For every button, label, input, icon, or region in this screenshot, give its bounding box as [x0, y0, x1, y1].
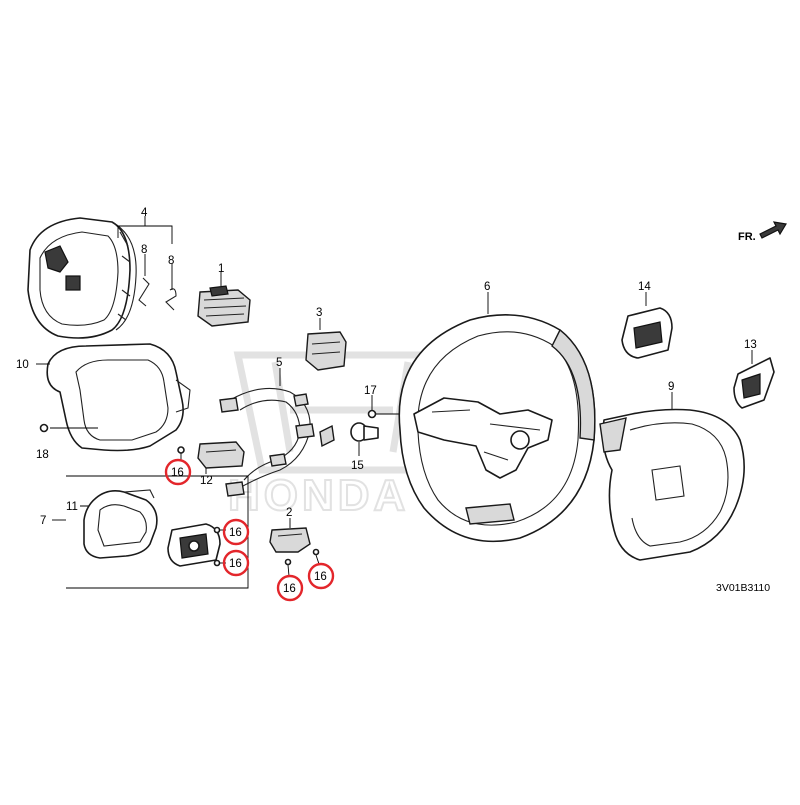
screw-16-a[interactable] — [177, 446, 185, 460]
label-17: 17 — [364, 385, 377, 397]
label-5: 5 — [276, 357, 282, 369]
diagram-code: 3V01B3110 — [716, 582, 770, 594]
screw-16-c[interactable] — [213, 559, 227, 567]
garnish-11[interactable] — [80, 489, 158, 559]
label-6: 6 — [484, 281, 490, 293]
steering-wheel[interactable] — [398, 292, 596, 543]
spring-clip-left[interactable] — [138, 277, 150, 307]
label-16-e: 16 — [314, 571, 327, 583]
label-14: 14 — [638, 281, 651, 293]
label-15: 15 — [351, 460, 364, 472]
switch-3[interactable] — [305, 318, 347, 371]
label-2: 2 — [286, 507, 292, 519]
screw-16-e[interactable] — [312, 548, 320, 565]
bolt-17[interactable] — [367, 395, 413, 419]
wire-harness[interactable] — [219, 368, 335, 497]
screw-16-d[interactable] — [284, 558, 292, 577]
nut-15[interactable] — [350, 422, 379, 456]
switch-13[interactable] — [733, 350, 775, 409]
label-13: 13 — [744, 339, 757, 351]
front-direction-indicator: FR. — [738, 221, 787, 243]
highlight-circles — [164, 458, 335, 602]
watermark-text: HONDA — [228, 471, 409, 520]
airbag-module[interactable] — [27, 217, 137, 339]
cable-reel[interactable] — [197, 272, 251, 327]
bracket-2[interactable] — [269, 518, 311, 553]
label-4: 4 — [141, 207, 148, 219]
label-12: 12 — [200, 475, 213, 487]
rear-cover[interactable] — [599, 392, 745, 561]
arrow-icon — [759, 221, 787, 239]
label-16-b: 16 — [229, 527, 242, 539]
label-18: 18 — [36, 449, 49, 461]
honda-h-emblem-icon — [65, 275, 81, 291]
spring-clip-right[interactable] — [165, 288, 177, 311]
label-3: 3 — [316, 307, 322, 319]
screw-18[interactable] — [39, 423, 99, 433]
label-9: 9 — [668, 381, 674, 393]
label-11: 11 — [66, 501, 78, 513]
leader-lines-4-8 — [117, 216, 173, 290]
label-16-d: 16 — [283, 583, 296, 595]
label-1: 1 — [218, 263, 224, 275]
label-8-left: 8 — [141, 244, 147, 256]
label-7: 7 — [40, 515, 46, 527]
part-labels: 4 8 8 1 3 5 6 14 13 9 10 18 17 15 12 7 1… — [16, 207, 770, 595]
module-12[interactable] — [197, 441, 245, 474]
paddle-14[interactable] — [621, 292, 673, 359]
label-8-right: 8 — [168, 255, 174, 267]
switch-panel[interactable] — [167, 523, 221, 567]
label-16-c: 16 — [229, 558, 242, 570]
direction-label: FR. — [738, 231, 756, 243]
label-16-a: 16 — [171, 467, 184, 479]
label-10: 10 — [16, 359, 29, 371]
lower-cover[interactable] — [46, 343, 191, 452]
